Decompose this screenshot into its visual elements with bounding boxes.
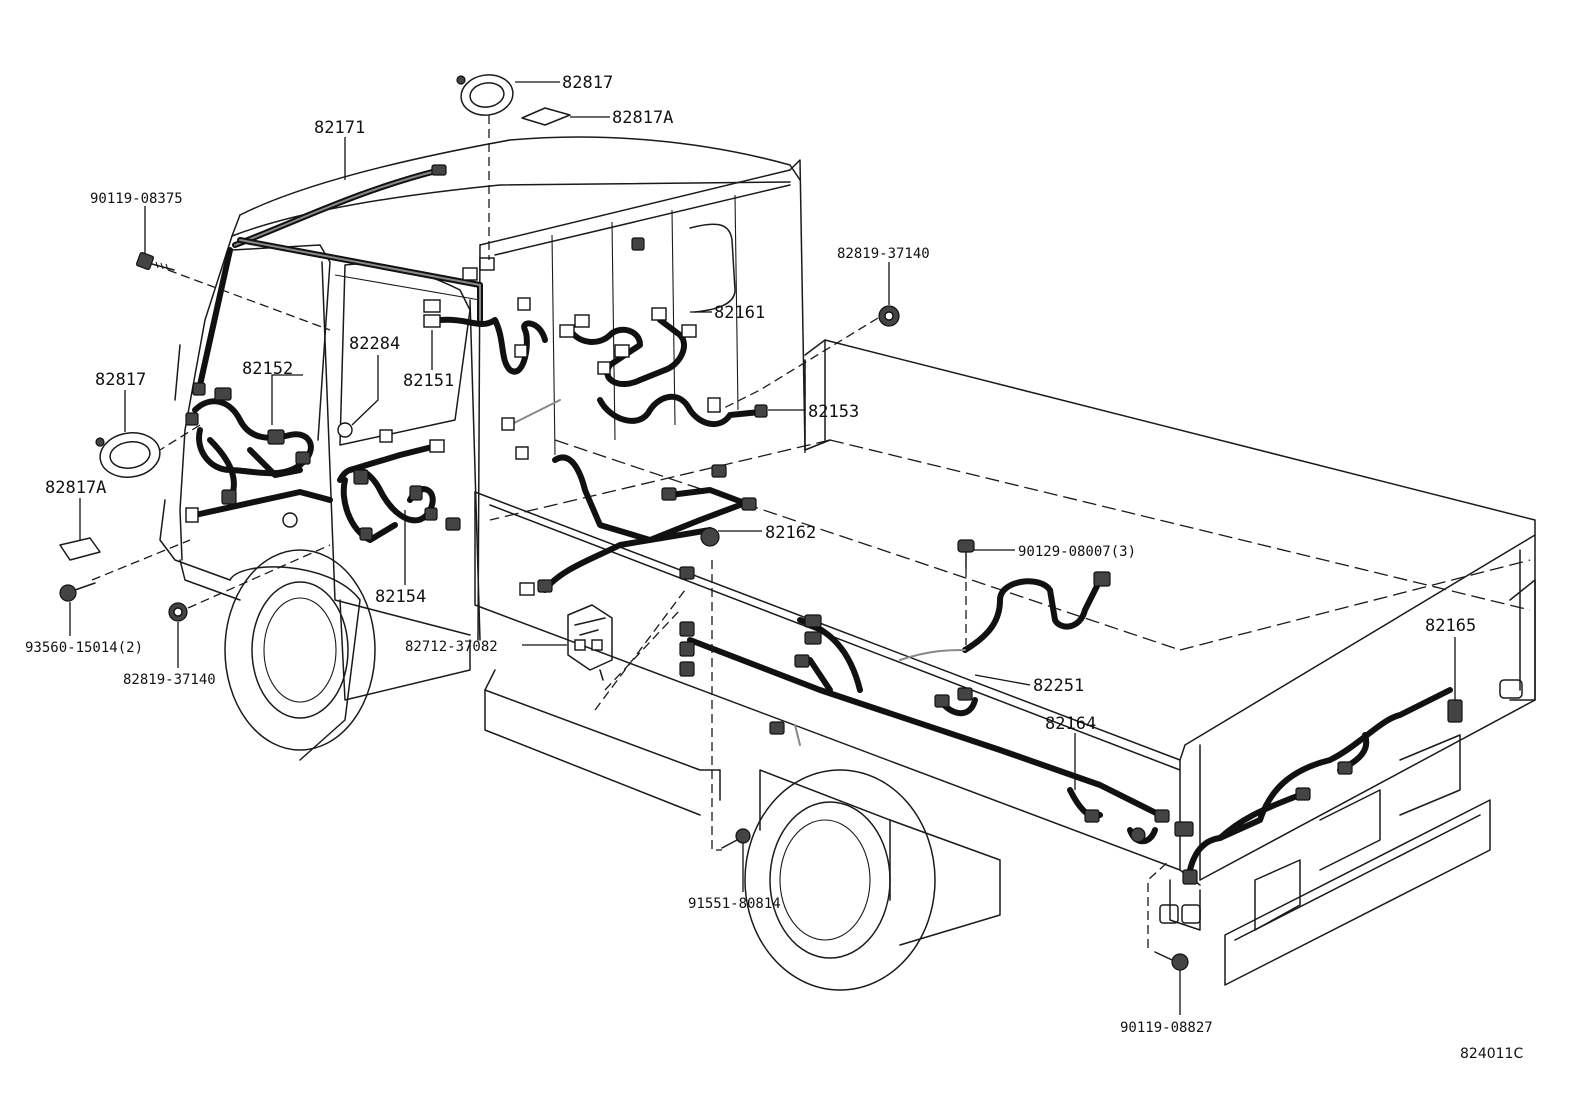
label-82154: 82154 xyxy=(375,587,426,607)
label-82161: 82161 xyxy=(714,303,765,323)
label-82251: 82251 xyxy=(1033,676,1084,696)
bolt-93560-15014 xyxy=(59,582,96,602)
bolt-90119-08827 xyxy=(1154,951,1189,971)
label-82151: 82151 xyxy=(403,371,454,391)
part-labels: 82817 82817A 82171 90119-08375 82819-371… xyxy=(25,73,1523,1062)
harness-82251-bed xyxy=(899,571,1111,661)
label-82165: 82165 xyxy=(1425,616,1476,636)
label-90119-08375: 90119-08375 xyxy=(90,191,183,207)
label-82819-37140-right: 82819-37140 xyxy=(837,246,930,262)
label-82817-left: 82817 xyxy=(95,370,146,390)
label-82284: 82284 xyxy=(349,334,400,354)
bolt-90129-08007 xyxy=(957,539,975,569)
harness-82154-door xyxy=(337,422,461,543)
label-93560-15014: 93560-15014(2) xyxy=(25,640,143,656)
label-82152: 82152 xyxy=(242,359,293,379)
label-82171: 82171 xyxy=(314,118,365,138)
bolt-91551-80814 xyxy=(721,828,751,849)
harness-82151-cab-back xyxy=(423,237,768,460)
harness-82162-floor xyxy=(519,454,757,596)
label-90129-08007: 90129-08007(3) xyxy=(1018,544,1136,560)
assembly-lines xyxy=(91,115,1171,948)
grommet-82817-top xyxy=(456,74,514,116)
bolt-90119-08375 xyxy=(135,251,175,271)
label-82712-37082: 82712-37082 xyxy=(405,639,498,655)
harness-82165-rear xyxy=(1174,687,1463,885)
label-82164: 82164 xyxy=(1045,714,1096,734)
pad-82817A-top xyxy=(521,107,571,126)
label-82819-37140-left: 82819-37140 xyxy=(123,672,216,688)
label-82162: 82162 xyxy=(765,523,816,543)
leader-lines xyxy=(69,81,1456,1015)
harness-82164-frame xyxy=(679,614,1170,845)
label-82817A-left: 82817A xyxy=(45,478,106,498)
harness-82171-roof xyxy=(192,164,483,396)
pad-82817A-left xyxy=(59,537,101,561)
grommet-82817-left xyxy=(95,432,161,478)
diagram-code: 824011C xyxy=(1460,1046,1523,1062)
label-91551-80814: 91551-80814 xyxy=(688,896,781,912)
label-90119-08827: 90119-08827 xyxy=(1120,1020,1213,1036)
clip-82819-37140-right xyxy=(878,305,900,327)
harness-82152-dash xyxy=(185,387,333,528)
label-82153: 82153 xyxy=(808,402,859,422)
label-82817-top: 82817 xyxy=(562,73,613,93)
bracket-82712-37082 xyxy=(567,604,613,681)
label-82817A-top: 82817A xyxy=(612,108,673,128)
clip-82819-37140-left xyxy=(168,602,188,622)
